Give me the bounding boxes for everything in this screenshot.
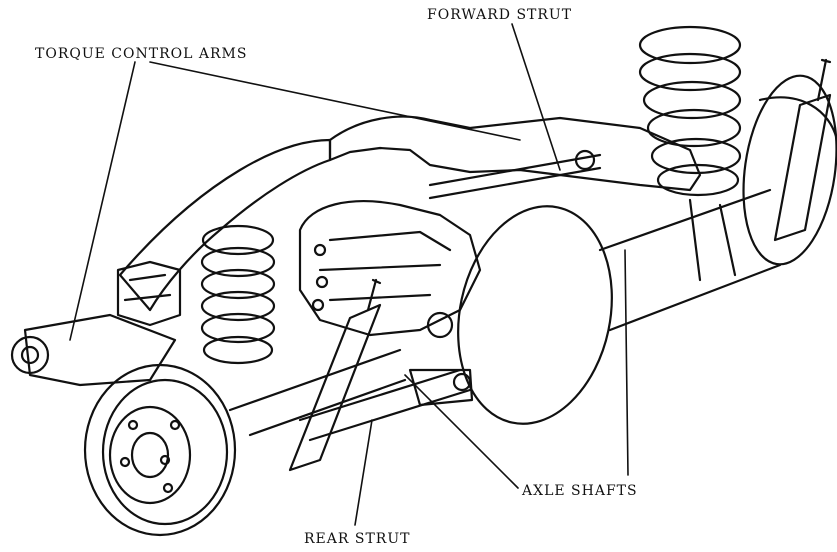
brake-drum-right bbox=[742, 74, 837, 266]
label-torque-control-arms: TORQUE CONTROL ARMS bbox=[35, 46, 248, 62]
frame-crossmember bbox=[328, 115, 702, 192]
brake-drum-left bbox=[83, 363, 237, 537]
leader-axle-shafts-2 bbox=[624, 249, 629, 476]
leader-torque-arms-2 bbox=[149, 61, 521, 141]
axle-tube-right bbox=[598, 188, 782, 332]
arm-bushing bbox=[10, 335, 50, 375]
leader-axle-shafts-1 bbox=[404, 374, 519, 489]
rear-strut-bar bbox=[298, 368, 472, 442]
differential-cover bbox=[457, 205, 613, 425]
coil-spring-right bbox=[638, 25, 742, 197]
frame-box-left bbox=[116, 260, 182, 327]
label-rear-strut: REAR STRUT bbox=[304, 531, 411, 547]
leader-forward-strut bbox=[511, 23, 561, 171]
frame-side-rail bbox=[118, 138, 332, 312]
coil-spring-left bbox=[200, 224, 276, 365]
shock-absorber-left bbox=[288, 303, 382, 472]
label-forward-strut: FORWARD STRUT bbox=[427, 7, 573, 23]
label-axle-shafts: AXLE SHAFTS bbox=[522, 483, 638, 499]
axle-tube-left bbox=[228, 348, 407, 437]
leader-torque-arms-1 bbox=[69, 61, 136, 341]
differential-carrier bbox=[298, 200, 482, 337]
shock-absorber-right bbox=[773, 93, 832, 242]
torque-control-arm bbox=[23, 313, 177, 387]
forward-strut-bar bbox=[428, 153, 602, 200]
leader-rear-strut bbox=[354, 419, 373, 526]
